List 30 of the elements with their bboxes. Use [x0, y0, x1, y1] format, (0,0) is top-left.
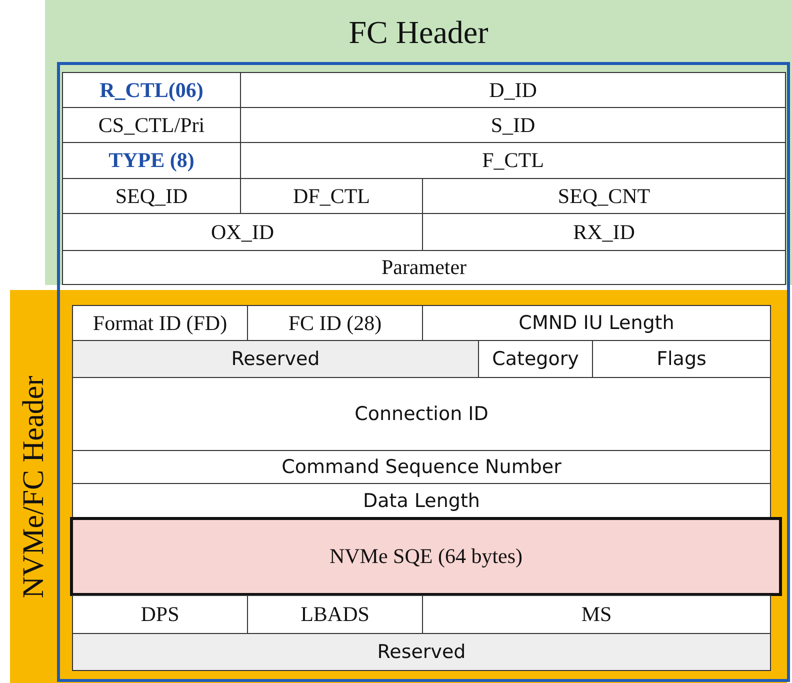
field-cell: SEQ_ID — [62, 178, 241, 214]
field-cell: Connection ID — [72, 377, 771, 451]
field-cell: DPS — [72, 595, 248, 634]
field-cell: Reserved — [72, 633, 771, 671]
header-band — [10, 290, 787, 683]
field-cell: D_ID — [240, 72, 786, 108]
field-cell: NVMe SQE (64 bytes) — [70, 517, 782, 596]
field-cell: Category — [478, 340, 593, 378]
field-cell: OX_ID — [62, 213, 423, 251]
header-title: FC Header — [348, 14, 490, 51]
field-cell: Parameter — [62, 250, 786, 285]
field-cell: TYPE (8) — [62, 142, 241, 179]
field-cell: SEQ_CNT — [422, 178, 786, 214]
field-cell: R_CTL(06) — [62, 72, 241, 108]
header-title: NVMe/FC Header — [17, 375, 51, 598]
field-cell: S_ID — [240, 107, 786, 143]
field-cell: MS — [422, 595, 771, 634]
field-cell: RX_ID — [422, 213, 786, 251]
field-cell: LBADS — [247, 595, 423, 634]
field-cell: DF_CTL — [240, 178, 423, 214]
field-cell: CMND IU Length — [422, 305, 771, 341]
field-cell: Command Sequence Number — [72, 450, 771, 484]
field-cell: Reserved — [72, 340, 479, 378]
field-cell: Format ID (FD) — [72, 305, 248, 341]
field-cell: CS_CTL/Pri — [62, 107, 241, 143]
field-cell: Data Length — [72, 483, 771, 519]
field-cell: F_CTL — [240, 142, 786, 179]
field-cell: FC ID (28) — [247, 305, 423, 341]
header-band — [45, 0, 792, 285]
field-cell: Flags — [592, 340, 771, 378]
